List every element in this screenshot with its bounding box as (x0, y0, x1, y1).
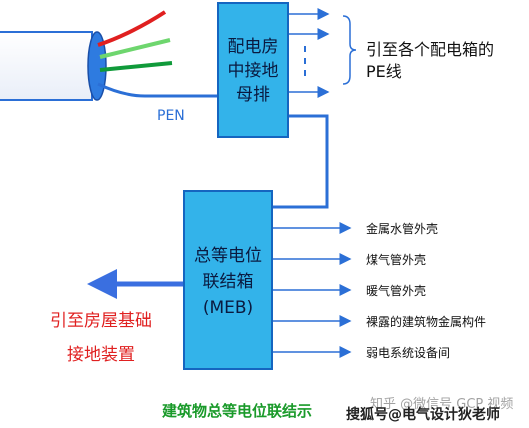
top-box-line2: 中接地 (227, 61, 279, 81)
bracket (342, 15, 357, 85)
watermark-faint: 知乎 @微信号 GCP 视频 (370, 397, 514, 412)
meb-box: 总等电位 联结箱 (MEB) (183, 190, 273, 370)
pen-label: PEN (157, 108, 185, 124)
right-note-line1: 引至各个配电箱的 (366, 40, 495, 59)
wire-green (99, 61, 173, 72)
incoming-cable (0, 31, 107, 101)
grounding-busbar-box: 配电房 中接地 母排 (217, 2, 289, 138)
destination-3: 暖气管外壳 (366, 284, 427, 298)
meb-box-line1: 总等电位 (194, 246, 262, 266)
top-box-line3: 母排 (236, 85, 270, 105)
destination-1: 金属水管外壳 (366, 222, 439, 236)
watermark: 搜狐号@电气设计狄老师 (346, 407, 500, 423)
wire-lightgreen (99, 38, 171, 59)
pen-wire (97, 82, 219, 98)
top-box-line1: 配电房 (227, 37, 279, 57)
destination-2: 煤气管外壳 (366, 253, 427, 267)
destination-5: 弱电系统设备间 (366, 346, 451, 360)
link-line (273, 114, 329, 209)
caption: 建筑物总等电位联结示 (162, 402, 313, 420)
wire-red (97, 10, 167, 47)
left-note-line2: 接地装置 (67, 345, 135, 365)
meb-box-line2: 联结箱 (202, 272, 254, 292)
destination-4: 裸露的建筑物金属构件 (366, 315, 487, 329)
meb-box-line3: (MEB) (202, 298, 254, 318)
left-note-line1: 引至房屋基础 (50, 311, 152, 331)
right-note-line2: PE线 (366, 62, 402, 81)
